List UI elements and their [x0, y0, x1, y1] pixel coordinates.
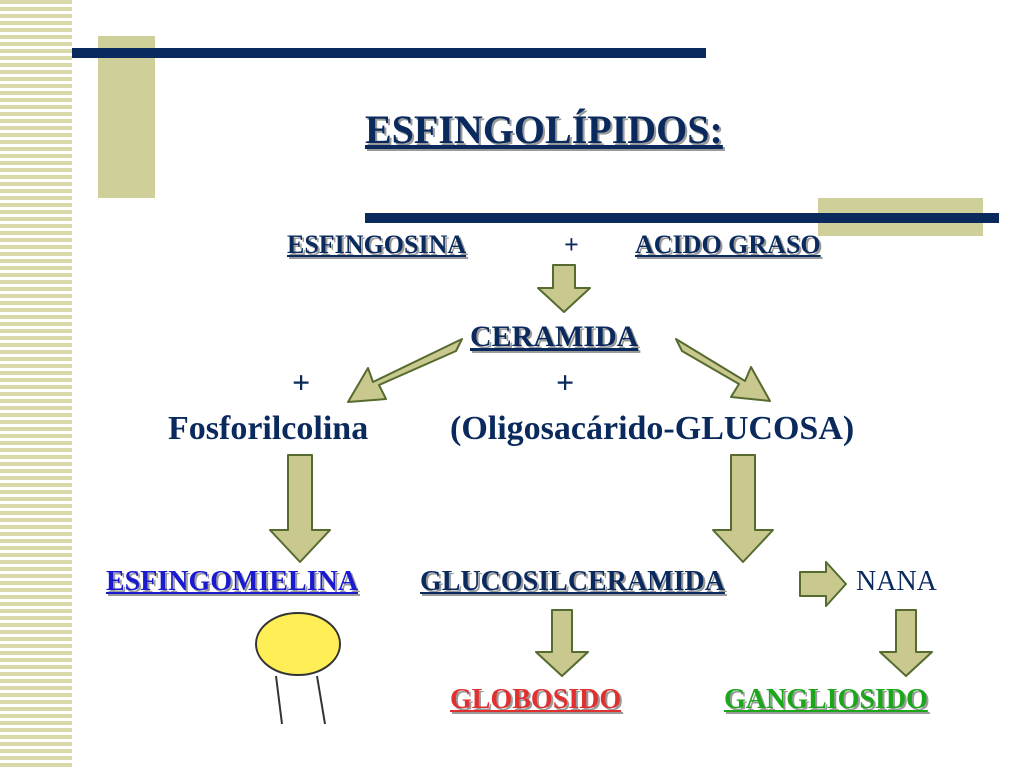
- node-acido-graso: ACIDO GRASO: [635, 230, 821, 259]
- arrow-down-ceramida: [537, 264, 591, 313]
- node-esfingosina: ESFINGOSINA: [287, 230, 467, 259]
- arrow-left-fosforilcolina: [347, 338, 463, 403]
- node-ceramida: CERAMIDA: [470, 320, 639, 353]
- node-oligosacarido: (Oligosacárido-GLUCOSA): [450, 410, 855, 447]
- lipid-head-circle: [255, 612, 341, 676]
- node-globosido: GLOBOSIDO: [450, 684, 622, 715]
- plus-left: +: [292, 364, 311, 400]
- arrow-down-esfingomielina: [269, 454, 331, 563]
- plus-top: +: [564, 230, 579, 259]
- node-nana: NANA: [856, 566, 937, 597]
- lipid-tail-left: [275, 675, 283, 725]
- arrow-down-gangliosido: [879, 609, 933, 677]
- striped-margin-decoration: [0, 0, 72, 768]
- arrow-right-oligosacarido: [675, 338, 771, 402]
- lipid-tail-right: [316, 675, 326, 725]
- node-esfingomielina: ESFINGOMIELINA: [106, 566, 359, 597]
- navy-top-line: [72, 48, 706, 58]
- arrow-down-glucosilceramida: [712, 454, 774, 563]
- plus-right: +: [556, 364, 575, 400]
- page-title: ESFINGOLÍPIDOS:: [365, 107, 723, 152]
- node-fosforilcolina: Fosforilcolina: [168, 410, 369, 447]
- arrow-down-globosido: [535, 609, 589, 677]
- node-glucosilceramida: GLUCOSILCERAMIDA: [420, 566, 725, 597]
- khaki-vertical-block: [98, 36, 155, 198]
- arrow-right-nana: [799, 561, 847, 607]
- node-gangliosido: GANGLIOSIDO: [724, 684, 928, 715]
- navy-bottom-line: [365, 213, 999, 223]
